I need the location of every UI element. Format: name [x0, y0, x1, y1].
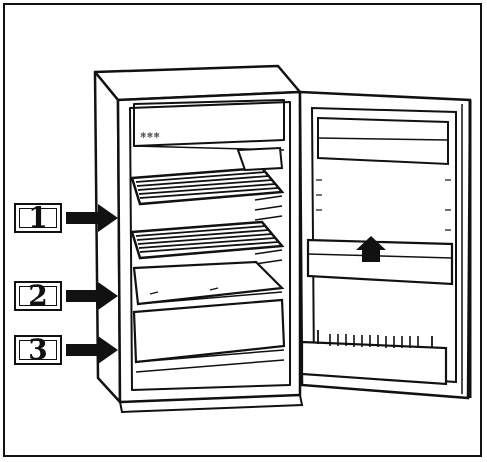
callout-label-2: 2: [14, 281, 62, 311]
callout-label-3: 3: [14, 335, 62, 365]
door-top-compartment: [318, 118, 448, 164]
freezer-markings: ❄❄❄: [140, 131, 160, 140]
refrigerator-door: [300, 92, 470, 398]
callout-label-1: 1: [14, 203, 62, 233]
